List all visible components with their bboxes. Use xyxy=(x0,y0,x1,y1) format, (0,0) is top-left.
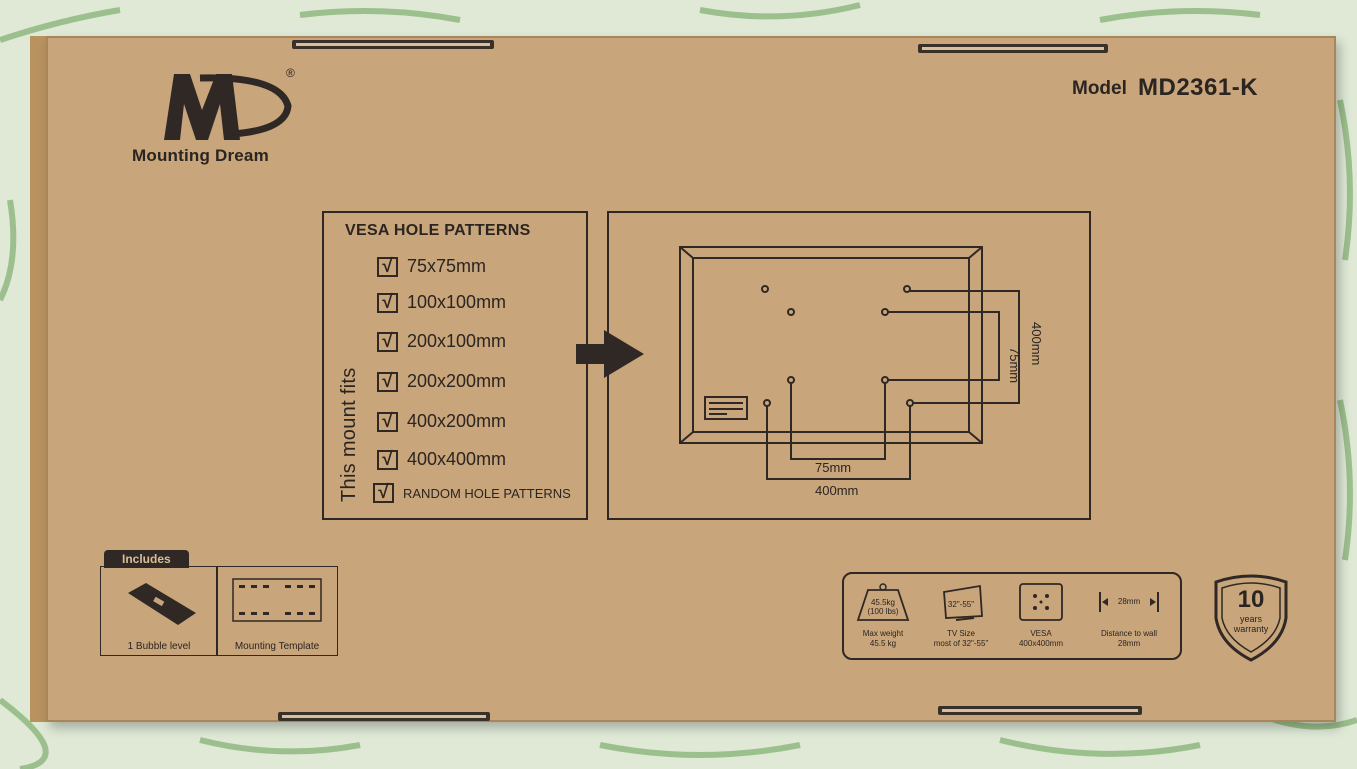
vesa-item-label: 200x100mm xyxy=(407,331,507,351)
brand-name: Mounting Dream xyxy=(132,146,269,165)
checkbox-icon: √ xyxy=(377,411,398,432)
vesa-item: √ 200x200mm xyxy=(377,371,506,392)
tv-back-diagram xyxy=(607,211,1087,516)
dim-400-vertical: 400mm xyxy=(1029,322,1044,366)
template-label: Mounting Template xyxy=(234,641,320,652)
checkbox-icon: √ xyxy=(377,371,398,392)
cardboard-box xyxy=(46,36,1336,722)
checkbox-icon: √ xyxy=(377,292,398,313)
tv-size-icon-text: 32"-55" xyxy=(947,600,975,609)
checkbox-icon: √ xyxy=(377,331,398,352)
checkbox-icon: √ xyxy=(377,449,398,470)
tv-size-label: TV Size xyxy=(946,629,975,638)
dim-75-vertical: 75mm xyxy=(1007,347,1022,384)
weight-value: 45.5 kg xyxy=(869,639,897,648)
brand-logo-icon xyxy=(160,68,300,151)
vesa-panel xyxy=(322,211,588,520)
template-item: Mounting Template xyxy=(216,566,338,656)
warranty-years: years xyxy=(1239,614,1262,624)
checkbox-icon: √ xyxy=(373,483,394,503)
distance-value: 28mm xyxy=(1117,639,1141,648)
box-tab xyxy=(918,44,1108,53)
vesa-spec-value: 400x400mm xyxy=(1018,639,1064,648)
warranty-label: warranty xyxy=(1233,624,1269,634)
vesa-item: √ 400x400mm xyxy=(377,449,506,470)
weight-label: Max weight xyxy=(862,629,904,638)
model-label: Model xyxy=(1072,78,1127,99)
dim-400-horizontal: 400mm xyxy=(815,483,859,498)
box-tab xyxy=(292,40,494,49)
vesa-item-label: 75x75mm xyxy=(407,256,487,276)
vesa-title: VESA HOLE PATTERNS xyxy=(345,222,531,239)
vesa-plate-icon xyxy=(1018,582,1064,627)
vesa-item-label: 100x100mm xyxy=(407,292,507,312)
bubble-level-label: 1 Bubble level xyxy=(127,641,191,652)
specs-panel xyxy=(842,572,1182,660)
box-tab xyxy=(938,706,1142,715)
vesa-item: √ 200x100mm xyxy=(377,331,506,352)
vesa-item-label: 400x200mm xyxy=(407,411,507,431)
vesa-item-label: 400x400mm xyxy=(407,449,507,469)
arrow-right-icon xyxy=(574,328,646,385)
weight-icon-text-2: (100 lbs) xyxy=(867,607,899,616)
mount-fits-label: This mount fits xyxy=(338,367,360,502)
vesa-item: √ 75x75mm xyxy=(377,256,486,277)
registered-mark: ® xyxy=(286,66,295,80)
checkbox-icon: √ xyxy=(377,256,398,277)
warranty-shield-icon xyxy=(1210,572,1292,669)
tv-size-icon xyxy=(940,582,986,629)
distance-icon-text: 28mm xyxy=(1117,597,1141,606)
includes-badge: Includes xyxy=(104,550,189,568)
diagram-panel xyxy=(607,211,1091,520)
model-number: MD2361-K xyxy=(1138,74,1259,101)
dim-75-horizontal: 75mm xyxy=(815,460,852,475)
vesa-item: √ 100x100mm xyxy=(377,292,506,313)
vesa-spec-label: VESA xyxy=(1030,629,1052,638)
weight-icon-text: 45.5kg xyxy=(870,598,896,607)
bubble-level-item: 1 Bubble level xyxy=(100,566,218,656)
bubble-level-icon xyxy=(128,583,196,625)
distance-label: Distance to wall xyxy=(1100,629,1158,638)
vesa-item: √ RANDOM HOLE PATTERNS xyxy=(373,483,571,503)
vesa-item-label: 200x200mm xyxy=(407,371,507,391)
mounting-template-icon xyxy=(232,578,322,622)
vesa-item-label: RANDOM HOLE PATTERNS xyxy=(403,485,571,501)
warranty-number: 10 xyxy=(1237,586,1265,613)
distance-to-wall-icon xyxy=(1098,590,1160,619)
weight-icon xyxy=(856,582,910,627)
box-tab xyxy=(278,712,490,721)
tv-size-value: most of 32"-55" xyxy=(933,639,989,648)
box-side-flap xyxy=(30,36,48,722)
vesa-item: √ 400x200mm xyxy=(377,411,506,432)
